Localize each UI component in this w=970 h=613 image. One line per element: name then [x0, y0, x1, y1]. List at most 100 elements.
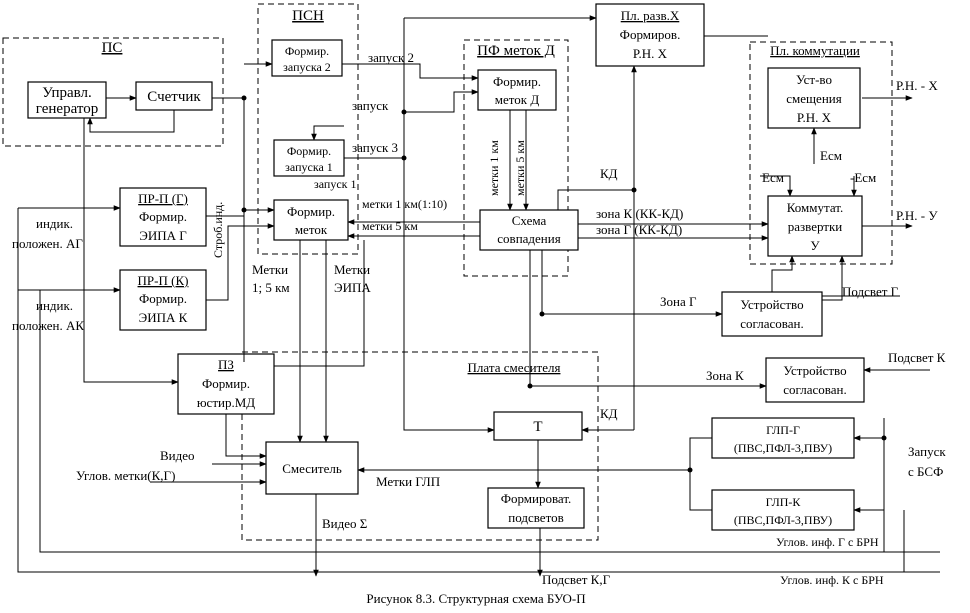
group-plata-smesitelya: [241, 351, 599, 541]
label-metki-1km-1-10: метки 1 км(1:10): [362, 197, 447, 211]
svg-text:подсветов: подсветов: [508, 510, 563, 525]
svg-text:развертки: развертки: [788, 219, 843, 234]
svg-text:Устройство: Устройство: [740, 297, 803, 312]
block-kommutat-razvertki: Коммутат. развертки У: [767, 195, 863, 257]
svg-text:Р.Н. Х: Р.Н. Х: [797, 110, 832, 125]
label-video-sum: Видео Σ: [322, 516, 367, 531]
label-kd-low: КД: [600, 406, 618, 421]
group-ps: [2, 37, 224, 147]
svg-text:Формир.: Формир.: [139, 209, 187, 224]
svg-text:ГЛП-К: ГЛП-К: [766, 495, 802, 509]
block-pr-p-g: ПР-П (Г) Формир. ЭИПА Г: [119, 187, 207, 247]
label-rn-y: Р.Н. - У: [896, 208, 938, 223]
label-indik-ak-1: индик.: [36, 298, 73, 313]
block-formir-zapuska-1: Формир. запуска 1: [273, 139, 345, 177]
svg-text:Уст-во: Уст-во: [796, 72, 832, 87]
label-zapusk-bsf-1: Запуск: [908, 444, 946, 459]
svg-text:Формироват.: Формироват.: [501, 491, 572, 506]
label-indik-ag-2: положен. АГ: [12, 236, 83, 251]
label-zona-k: Зона К: [706, 368, 744, 383]
label-zapusk: запуск: [352, 98, 389, 113]
svg-text:согласован.: согласован.: [783, 382, 846, 397]
label-video: Видео: [160, 448, 195, 463]
svg-text:Формир.: Формир.: [285, 44, 329, 58]
svg-text:Формир.: Формир.: [287, 144, 331, 158]
label-zona-g-kk-kd: зона Г (КК-КД): [596, 222, 682, 237]
svg-text:Смеситель: Смеситель: [282, 461, 342, 476]
block-glp-g: ГЛП-Г (ПВС,ПФЛ-3,ПВУ): [711, 417, 855, 459]
block-smesitel: Смеситель: [265, 441, 359, 495]
group-pl-komm-title: Пл. коммутации: [770, 43, 860, 58]
wires: [17, 15, 940, 577]
label-podsvet-g: Подсвет Г: [842, 284, 899, 299]
label-indik-ak-2: положен. АК: [12, 318, 84, 333]
svg-text:согласован.: согласован.: [740, 316, 803, 331]
svg-text:ГЛП-Г: ГЛП-Г: [766, 423, 800, 437]
label-metki-glp: Метки ГЛП: [376, 474, 440, 489]
group-pf-metok: [463, 39, 569, 277]
label-indik-ag-1: индик.: [36, 216, 73, 231]
group-ps-title: ПС: [102, 40, 123, 56]
group-pf-title: ПФ меток Д: [477, 43, 555, 59]
label-uglov-inf-k: Углов. инф. К с БРН: [780, 573, 884, 587]
label-uglov-metki: Углов. метки(К,Г): [76, 468, 175, 483]
label-podsvet-kg: Подсвет К,Г: [542, 572, 611, 587]
svg-text:запуска 1: запуска 1: [285, 160, 333, 174]
svg-text:(ПВС,ПФЛ-3,ПВУ): (ПВС,ПФЛ-3,ПВУ): [734, 513, 832, 527]
svg-text:ЭИПА К: ЭИПА К: [139, 310, 188, 325]
label-strob-ind: Строб.инд.: [211, 202, 225, 258]
svg-text:запуска 2: запуска 2: [283, 60, 331, 74]
block-pz-yustir: ПЗ Формир. юстир.МД: [177, 353, 275, 415]
svg-text:Т: Т: [533, 419, 542, 435]
svg-text:ПЗ: ПЗ: [218, 357, 234, 372]
block-t: Т: [493, 411, 583, 441]
label-metki-5km: метки 5 км: [362, 219, 418, 233]
group-pl-kommutacii: [749, 41, 893, 265]
label-zapusk-3: запуск 3: [352, 140, 398, 155]
label-esm-top: Есм: [820, 148, 842, 163]
block-skhema-sovpadeniya: Схема совпадения: [479, 209, 579, 251]
label-metki-5km-vert: метки 5 км: [513, 140, 527, 196]
block-formir-metok-d: Формир. меток Д: [477, 69, 557, 111]
label-podsvet-k: Подсвет К: [888, 350, 946, 365]
label-metki-eipa-b: ЭИПА: [334, 280, 371, 295]
label-zona-g: Зона Г: [660, 294, 697, 309]
block-formir-zapuska-2: Формир. запуска 2: [271, 39, 343, 77]
svg-text:Р.Н. Х: Р.Н. Х: [633, 46, 668, 61]
svg-text:Схема: Схема: [512, 213, 547, 228]
svg-text:Устройство: Устройство: [783, 363, 846, 378]
svg-text:ПР-П (К): ПР-П (К): [138, 273, 189, 288]
label-esm-right: -Есм: [850, 170, 876, 185]
svg-text:(ПВС,ПФЛ-3,ПВУ): (ПВС,ПФЛ-3,ПВУ): [734, 441, 832, 455]
label-zona-k-kk-kd: зона К (КК-КД): [596, 206, 683, 221]
svg-text:Пл. разв.Х: Пл. разв.Х: [621, 8, 680, 23]
group-mix-title: Плата смесителя: [468, 360, 561, 375]
label-uglov-inf-g: Углов. инф. Г с БРН: [776, 535, 879, 549]
block-ustroistvo-soglasovan-k: Устройство согласован.: [765, 357, 865, 403]
label-metki-1-5km-b: 1; 5 км: [252, 280, 290, 295]
block-formir-metok: Формир. меток: [273, 199, 349, 241]
svg-text:смещения: смещения: [786, 91, 841, 106]
group-psn: [257, 3, 359, 255]
svg-text:Формир.: Формир.: [493, 74, 541, 89]
block-upravl-generator: Управл. генератор: [27, 81, 107, 119]
svg-text:меток: меток: [295, 222, 328, 237]
svg-text:Формиров.: Формиров.: [620, 27, 681, 42]
svg-text:Счетчик: Счетчик: [147, 89, 201, 105]
label-zapusk-1: запуск 1: [314, 177, 357, 191]
block-glp-k: ГЛП-К (ПВС,ПФЛ-3,ПВУ): [711, 489, 855, 531]
label-metki-1km-vert: метки 1 км: [487, 140, 501, 196]
svg-text:генератор: генератор: [36, 101, 98, 117]
block-formirovat-podsvetov: Формироват. подсветов: [487, 487, 585, 529]
block-ust-vo-smescheniya: Уст-во смещения Р.Н. Х: [767, 67, 861, 129]
svg-text:меток Д: меток Д: [495, 92, 540, 107]
label-metki-1-5km-a: Метки: [252, 262, 288, 277]
label-kd-top: КД: [600, 166, 618, 181]
svg-text:Формир.: Формир.: [202, 376, 250, 391]
svg-text:Коммутат.: Коммутат.: [787, 200, 843, 215]
svg-text:ПР-П (Г): ПР-П (Г): [138, 191, 188, 206]
block-pl-razv-x: Пл. разв.Х Формиров. Р.Н. Х: [595, 3, 705, 67]
svg-text:юстир.МД: юстир.МД: [197, 395, 255, 410]
block-ustroistvo-soglasovan-g: Устройство согласован.: [721, 291, 823, 337]
